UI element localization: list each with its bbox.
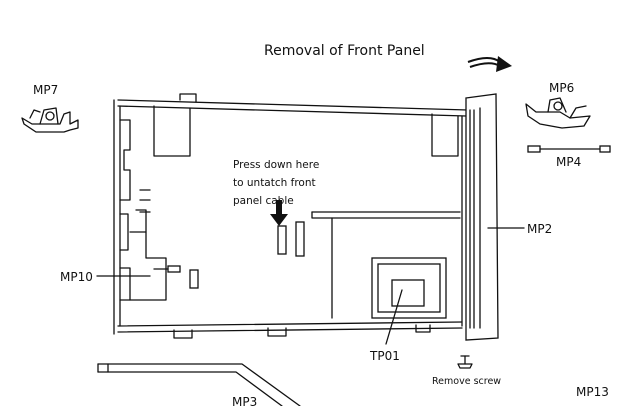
mp4-cable-part	[527, 145, 611, 153]
note-line-3: panel cable	[233, 195, 294, 207]
tp01-transformer	[371, 257, 447, 345]
note-line-2: to untatch front	[233, 177, 316, 189]
label-mp6: MP6	[549, 81, 574, 95]
mp3-rail-part	[97, 363, 301, 406]
label-mp4: MP4	[556, 155, 581, 169]
label-mp13: MP13	[576, 385, 609, 399]
label-mp7: MP7	[33, 83, 58, 97]
remove-screw-label: Remove screw	[432, 376, 501, 387]
press-down-arrow-icon	[270, 200, 288, 226]
chassis-body	[113, 93, 469, 339]
mp2-front-panel	[461, 93, 525, 341]
mp7-clip-part	[21, 107, 79, 133]
screw-icon	[457, 355, 473, 369]
label-mp2: MP2	[527, 222, 552, 236]
label-mp3: MP3	[232, 395, 257, 406]
note-line-1: Press down here	[233, 159, 319, 171]
rotation-arrow-icon	[467, 56, 512, 72]
label-mp10: MP10	[60, 270, 93, 284]
label-tp01: TP01	[369, 349, 400, 363]
diagram-title: Removal of Front Panel	[264, 43, 425, 59]
mp6-clip-part	[525, 97, 591, 129]
